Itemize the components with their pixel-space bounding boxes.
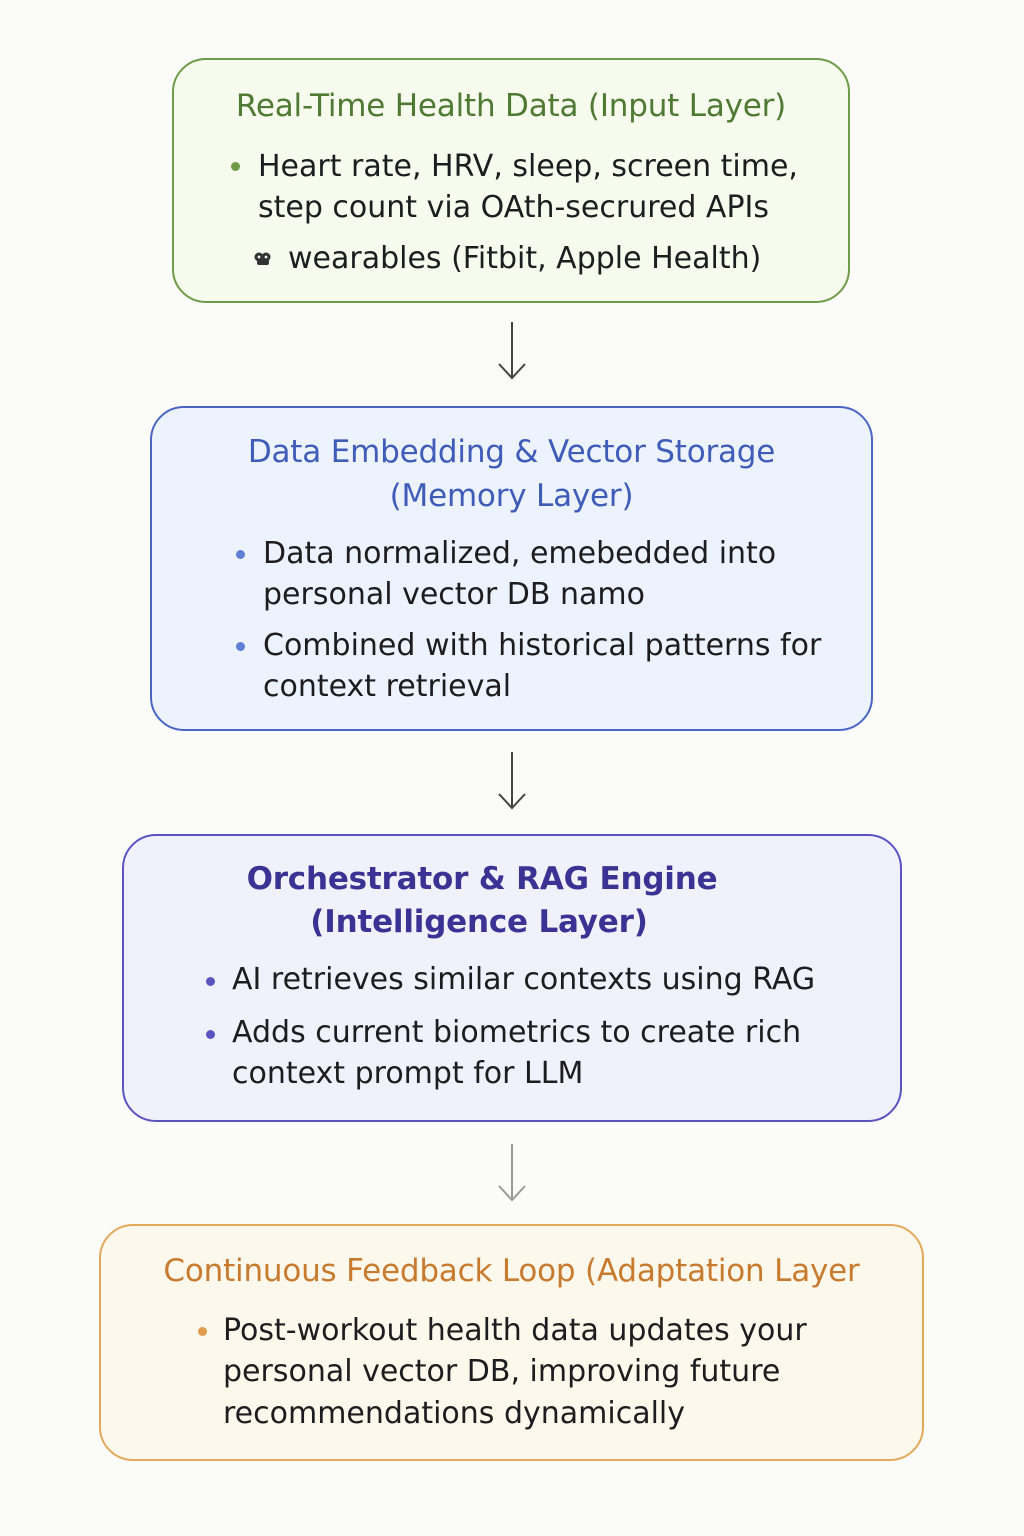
memory-layer-title-line-1: Data Embedding & Vector Storage — [247, 434, 776, 470]
input-layer-item-1-line-2: step count via OAth-secrured APIs — [258, 190, 770, 225]
adaptation-layer-item-line-1: Post-workout health data updates your — [223, 1313, 807, 1348]
input-layer-item-1-line-1: Heart rate, HRV, sleep, screen time, — [258, 149, 798, 184]
arrow-down-icon — [498, 1144, 526, 1202]
bullet — [236, 550, 245, 559]
memory-layer-box: Data Embedding & Vector Storage (Memory … — [150, 406, 873, 731]
intelligence-layer-item-1: AI retrieves similar contexts using RAG — [232, 962, 816, 997]
bullet — [231, 162, 240, 171]
arrow-down-icon — [498, 752, 526, 810]
input-layer-box: Real-Time Health Data (Input Layer) Hear… — [172, 58, 850, 303]
memory-layer-item-1-line-2: personal vector DB namo — [263, 577, 645, 612]
adaptation-layer-title: Continuous Feedback Loop (Adaptation Lay… — [163, 1253, 860, 1289]
input-layer-title: Real-Time Health Data (Input Layer) — [235, 88, 787, 124]
intelligence-layer-box: Orchestrator & RAG Engine (Intelligence … — [122, 834, 902, 1122]
intelligence-layer-title-line-2: (Intelligence Layer) — [310, 904, 648, 940]
memory-layer-item-1-line-1: Data normalized, emebedded into — [263, 536, 777, 571]
intelligence-layer-item-2-line-2: context prompt for LLM — [232, 1056, 584, 1091]
bullet — [236, 642, 245, 651]
arrow-down-icon — [498, 322, 526, 380]
intelligence-layer-item-2-line-1: Adds current biometrics to create rich — [232, 1015, 802, 1050]
bullet — [206, 977, 215, 986]
memory-layer-item-2-line-1: Combined with historical patterns for — [263, 628, 822, 663]
memory-layer-title-line-2: (Memory Layer) — [389, 478, 634, 514]
adaptation-layer-item-line-3: recommendations dynamically — [223, 1396, 686, 1431]
adaptation-layer-item-line-2: personal vector DB, improving future — [223, 1354, 781, 1389]
memory-layer-item-2-line-2: context retrieval — [263, 669, 512, 704]
input-layer-item-2: wearables (Fitbit, Apple Health) — [288, 241, 762, 276]
bullet — [206, 1030, 215, 1039]
watch-icon — [254, 252, 271, 265]
bullet — [198, 1327, 207, 1336]
adaptation-layer-box: Continuous Feedback Loop (Adaptation Lay… — [99, 1224, 924, 1461]
intelligence-layer-title-line-1: Orchestrator & RAG Engine — [246, 861, 718, 897]
